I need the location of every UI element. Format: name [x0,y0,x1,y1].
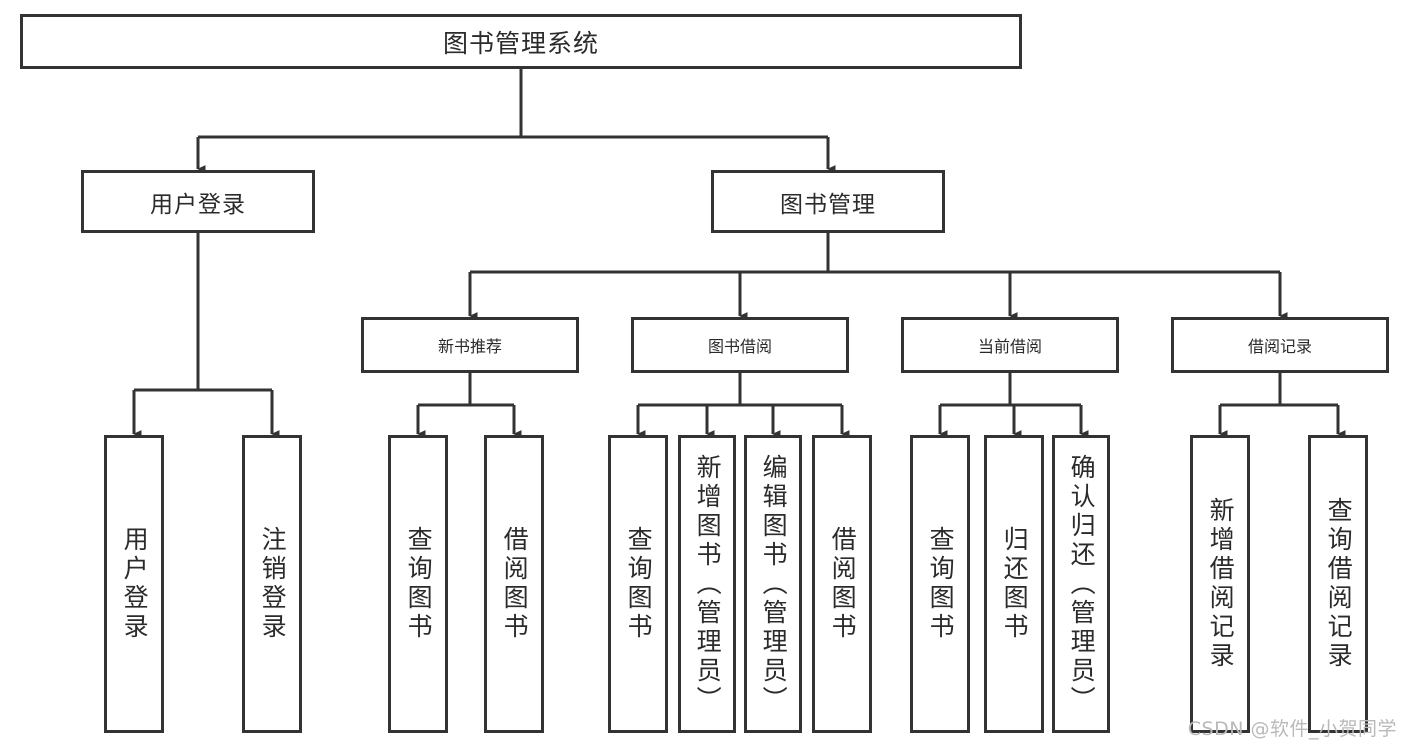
node-label-borrow-record: 借阅记录 [1247,337,1312,356]
node-label-leaf-borrow-book-2: 借阅图书 [828,526,858,642]
node-leaf-edit-book[interactable]: 编辑图书（管理员） [744,435,802,733]
node-user-login[interactable]: 用户登录 [81,170,315,233]
watermark-text: CSDN @软件_小贺同学 [1187,718,1397,740]
node-leaf-query-book-1[interactable]: 查询图书 [388,435,448,733]
node-book-borrow[interactable]: 图书借阅 [631,317,849,373]
node-leaf-add-record[interactable]: 新增借阅记录 [1190,435,1250,733]
node-label-leaf-return-book: 归还图书 [1000,526,1030,642]
node-label-leaf-query-book-2: 查询图书 [624,526,654,642]
node-label-leaf-add-record: 新增借阅记录 [1206,497,1236,671]
node-label-root: 图书管理系统 [442,28,599,58]
node-leaf-logout[interactable]: 注销登录 [242,435,302,733]
node-label-leaf-user-login: 用户登录 [120,526,150,642]
node-leaf-confirm-return[interactable]: 确认归还（管理员） [1052,435,1110,733]
node-leaf-query-record[interactable]: 查询借阅记录 [1308,435,1368,733]
node-label-leaf-edit-book: 编辑图书（管理员） [759,453,789,715]
node-label-current-borrow: 当前借阅 [977,337,1042,356]
node-leaf-add-book[interactable]: 新增图书（管理员） [678,435,736,733]
node-root[interactable]: 图书管理系统 [20,14,1022,69]
node-label-leaf-confirm-return: 确认归还（管理员） [1067,453,1097,715]
node-leaf-query-book-2[interactable]: 查询图书 [608,435,668,733]
node-leaf-borrow-book-2[interactable]: 借阅图书 [812,435,872,733]
node-current-borrow[interactable]: 当前借阅 [901,317,1119,373]
node-label-new-book-rec: 新书推荐 [437,337,502,356]
node-new-book-rec[interactable]: 新书推荐 [361,317,579,373]
node-leaf-borrow-book-1[interactable]: 借阅图书 [484,435,544,733]
node-label-user-login: 用户登录 [150,191,246,218]
node-label-book-manage: 图书管理 [780,191,876,218]
node-leaf-query-book-3[interactable]: 查询图书 [910,435,970,733]
node-leaf-return-book[interactable]: 归还图书 [984,435,1044,733]
node-label-leaf-query-book-1: 查询图书 [404,526,434,642]
node-label-book-borrow: 图书借阅 [707,337,772,356]
node-borrow-record[interactable]: 借阅记录 [1171,317,1389,373]
node-label-leaf-borrow-book-1: 借阅图书 [500,526,530,642]
node-label-leaf-query-record: 查询借阅记录 [1324,497,1354,671]
node-label-leaf-add-book: 新增图书（管理员） [693,453,723,715]
node-leaf-user-login[interactable]: 用户登录 [104,435,164,733]
node-label-leaf-query-book-3: 查询图书 [926,526,956,642]
node-book-manage[interactable]: 图书管理 [711,170,945,233]
node-label-leaf-logout: 注销登录 [258,526,288,642]
